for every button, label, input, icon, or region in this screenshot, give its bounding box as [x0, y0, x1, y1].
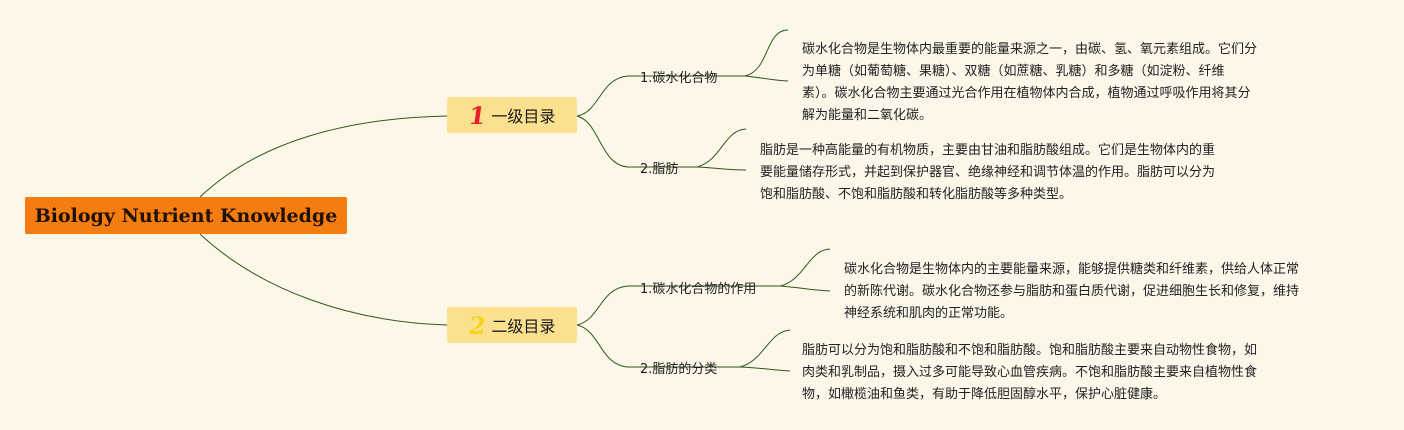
- detail-line: 碳水化合物是生物体内最重要的能量来源之一，由碳、氢、氧元素组成。它们分: [802, 42, 1258, 57]
- detail-fats: 脂肪是一种高能量的有机物质，主要由甘油和脂肪酸组成。它们是生物体内的重 要能量储…: [760, 140, 1215, 206]
- connector-sub2-detail2-bottom: [696, 166, 747, 171]
- detail-line: 要能量储存形式，并起到保护器官、绝缘神经和调节体温的作用。脂肪可以分为: [760, 165, 1216, 180]
- category-label: 二级目录: [491, 317, 556, 336]
- detail-carbohydrate-functions: 碳水化合物是生物体内的主要能量来源，能够提供糖类和纤维素，供给人体正常 的新陈代…: [844, 259, 1299, 325]
- connector-sub4-detail4-top: [739, 329, 791, 368]
- detail-line: 素）。碳水化合物主要通过光合作用在植物体内合成，植物通过呼吸作用将其分: [802, 86, 1251, 101]
- connector-sub2-detail2-top: [696, 128, 747, 168]
- category-node-2[interactable]: 2 二级目录: [447, 307, 577, 343]
- number-badge-1-icon: 1: [466, 100, 488, 130]
- detail-line: 神经系统和肌肉的正常功能。: [844, 306, 1014, 321]
- detail-carbohydrates: 碳水化合物是生物体内最重要的能量来源之一，由碳、氢、氧元素组成。它们分 为单糖（…: [802, 39, 1257, 127]
- category-label: 一级目录: [491, 107, 556, 126]
- connector-cat1-sub1: [576, 75, 745, 117]
- number-badge-2-icon: 2: [466, 310, 488, 340]
- connector-sub3-detail3-top: [779, 248, 831, 287]
- detail-line: 的新陈代谢。碳水化合物还参与脂肪和蛋白质代谢，促进细胞生长和修复，维持: [844, 284, 1300, 299]
- detail-line: 为单糖（如葡萄糖、果糖）、双糖（如蔗糖、乳糖）和多糖（如淀粉、纤维: [802, 64, 1225, 79]
- root-node[interactable]: Biology Nutrient Knowledge: [25, 197, 347, 234]
- subtopic-carbohydrates[interactable]: 1.碳水化合物: [640, 71, 718, 86]
- subtopic-carbohydrate-functions[interactable]: 1.碳水化合物的作用: [640, 282, 757, 297]
- detail-fat-classification: 脂肪可以分为饱和脂肪酸和不饱和脂肪酸。饱和脂肪酸主要来自动物性食物，如 肉类和乳…: [802, 340, 1257, 406]
- detail-line: 脂肪是一种高能量的有机物质，主要由甘油和脂肪酸组成。它们是生物体内的重: [760, 143, 1216, 158]
- detail-line: 肉类和乳制品，摄入过多可能导致心血管疾病。不饱和脂肪酸主要来自植物性食: [802, 365, 1258, 380]
- connector-cat2-sub4: [576, 324, 740, 368]
- subtopic-fats[interactable]: 2.脂肪: [640, 162, 679, 177]
- category-node-1[interactable]: 1 一级目录: [447, 97, 577, 133]
- connector-sub1-detail1-top: [744, 29, 789, 77]
- detail-line: 物，如橄榄油和鱼类，有助于降低胆固醇水平，保护心脏健康。: [802, 387, 1167, 402]
- detail-line: 解为能量和二氧化碳。: [802, 108, 933, 123]
- root-label: Biology Nutrient Knowledge: [34, 204, 338, 227]
- detail-line: 饱和脂肪酸、不饱和脂肪酸和转化脂肪酸等多种类型。: [760, 187, 1073, 202]
- subtopic-fat-classification[interactable]: 2.脂肪的分类: [640, 362, 718, 377]
- connector-sub1-detail1-bottom: [744, 75, 789, 82]
- connector-cat2-sub3: [576, 285, 780, 326]
- connector-root-cat2: [199, 233, 448, 326]
- detail-line: 碳水化合物是生物体内的主要能量来源，能够提供糖类和纤维素，供给人体正常: [844, 262, 1300, 277]
- connector-sub4-detail4-bottom: [739, 366, 791, 372]
- connector-root-cat1: [199, 115, 448, 198]
- detail-line: 脂肪可以分为饱和脂肪酸和不饱和脂肪酸。饱和脂肪酸主要来自动物性食物，如: [802, 343, 1258, 358]
- connector-cat1-sub2: [576, 115, 697, 168]
- connector-sub3-detail3-bottom: [779, 285, 831, 292]
